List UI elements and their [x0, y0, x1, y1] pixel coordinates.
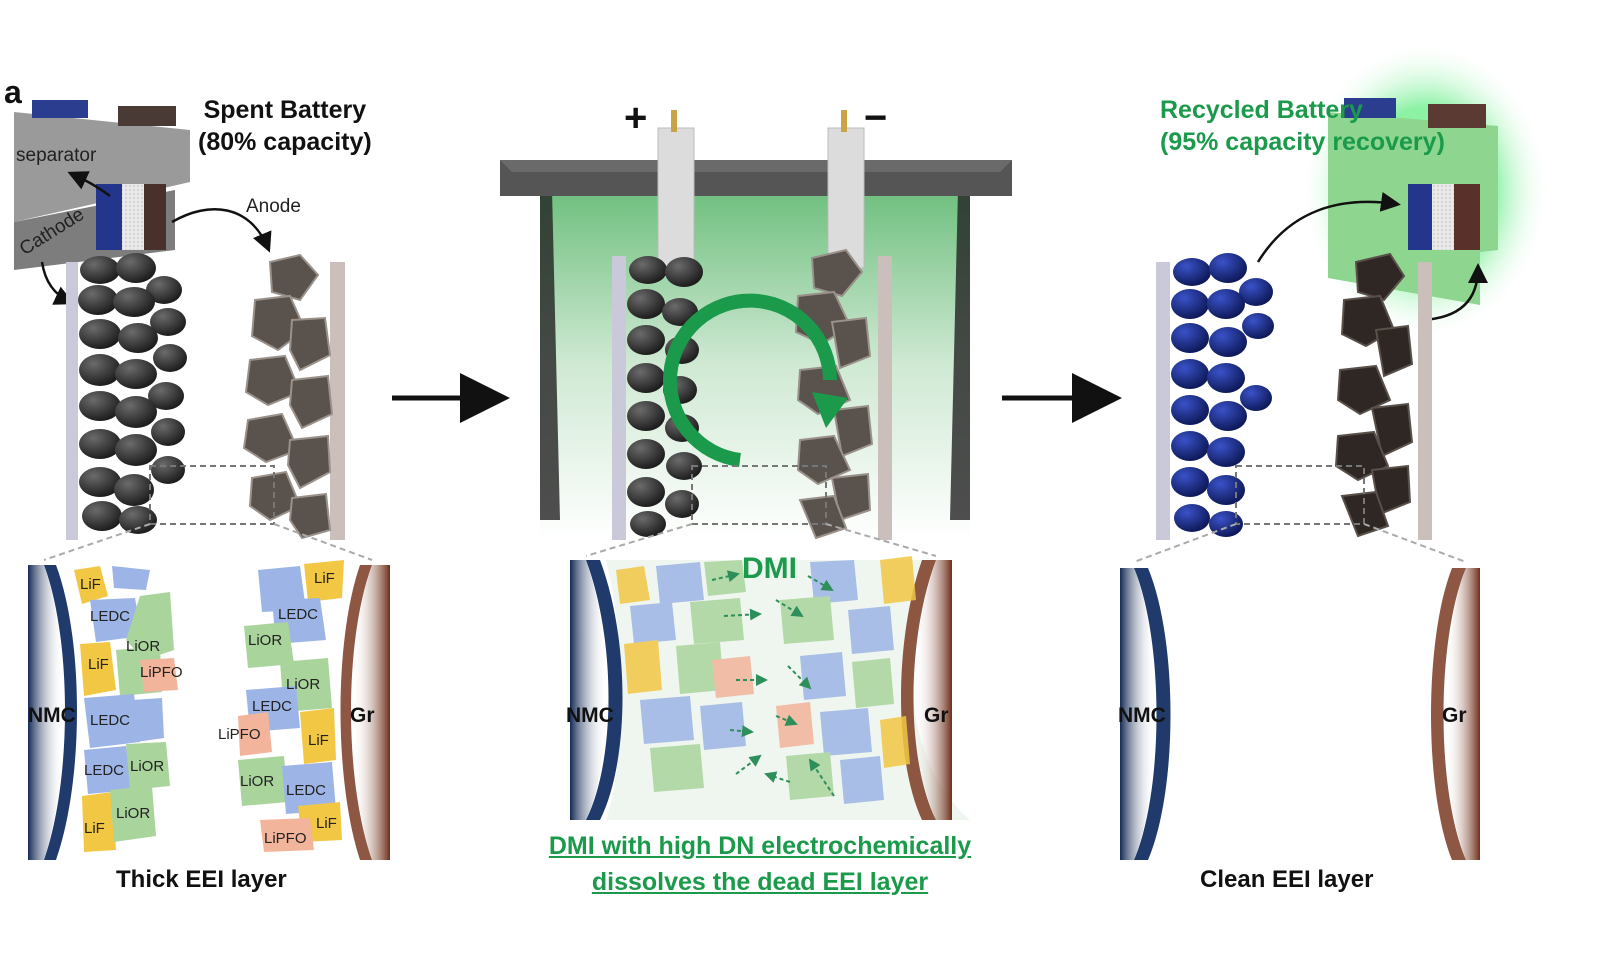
species-label: LEDC — [90, 712, 131, 729]
species-label: LiF — [316, 815, 337, 832]
caption-dmi-line1: DMI with high DN electrochemically — [548, 832, 972, 860]
spent-cathode-particles — [78, 253, 187, 534]
caption-dmi-line2: dissolves the dead EEI layer — [591, 868, 929, 896]
species-label: LiF — [314, 570, 335, 587]
spent-battery-title: Spent Battery (80% capacity) — [198, 94, 372, 158]
spent-battery-tab-negative — [118, 106, 176, 126]
spent-battery-pouch — [14, 112, 190, 222]
recycled-battery-tab-positive — [1344, 98, 1396, 118]
dmi-flow-arrows — [711, 570, 835, 797]
spent-battery-title-line1: Spent Battery — [203, 96, 367, 124]
gr-label-right: Gr — [1442, 704, 1467, 727]
species-label: LiOR — [130, 758, 165, 775]
nmc-label-left: NMC — [28, 704, 76, 727]
recycled-battery-title: Recycled Battery (95% capacity recovery) — [1160, 94, 1445, 158]
recycled-battery-panel — [1120, 40, 1550, 860]
species-label: LEDC — [84, 762, 125, 779]
recycled-cathode-particles — [1171, 253, 1274, 537]
separator-label: separator — [16, 145, 97, 166]
caption-clean-eei: Clean EEI layer — [1200, 866, 1374, 893]
nmc-label-right: NMC — [1118, 704, 1166, 727]
anode-label: Anode — [246, 196, 301, 217]
electrochemical-cell-panel — [500, 110, 1012, 820]
positive-terminal-sign: + — [624, 96, 648, 140]
dmi-electrolyte-tank — [540, 190, 970, 540]
species-label: LiOR — [248, 632, 283, 649]
species-label: LEDC — [252, 698, 293, 715]
species-label: LiF — [308, 732, 329, 749]
species-label: LiOR — [286, 676, 321, 693]
species-label: LEDC — [278, 606, 319, 623]
species-label: LiPFO — [140, 664, 183, 681]
thick-eei-species-blobs — [74, 560, 344, 852]
recycled-battery-title-line1: Recycled Battery — [1160, 96, 1363, 124]
recycled-anode-particles — [1334, 252, 1414, 538]
species-label: LiOR — [116, 805, 151, 822]
species-label: LiOR — [126, 638, 161, 655]
species-label: LEDC — [286, 782, 327, 799]
caption-thick-eei: Thick EEI layer — [116, 866, 287, 893]
panel-letter: a — [4, 74, 22, 110]
spent-anode-particles — [242, 253, 334, 540]
negative-terminal-sign: − — [864, 96, 888, 140]
species-label: LEDC — [90, 608, 131, 625]
gr-label-middle: Gr — [924, 704, 949, 727]
species-label: LiF — [88, 656, 109, 673]
cycling-arrow — [663, 293, 837, 467]
dmi-label: DMI — [742, 552, 797, 585]
nmc-label-middle: NMC — [566, 704, 614, 727]
species-label: LiOR — [240, 773, 275, 790]
species-label: LiF — [80, 576, 101, 593]
species-label: LiPFO — [218, 726, 261, 743]
species-label: LiF — [84, 820, 105, 837]
spent-battery-tab-positive — [32, 100, 88, 118]
gr-label-left: Gr — [350, 704, 375, 727]
dissolving-eei-species-blobs — [616, 556, 916, 804]
species-label: LiPFO — [264, 830, 307, 847]
recycled-battery-tab-negative — [1428, 104, 1486, 128]
recycled-battery-title-line2: (95% capacity recovery) — [1160, 128, 1445, 156]
spent-battery-panel — [14, 100, 390, 860]
caption-dmi-process: DMI with high DN electrochemically disso… — [540, 828, 980, 900]
spent-battery-title-line2: (80% capacity) — [198, 128, 372, 156]
